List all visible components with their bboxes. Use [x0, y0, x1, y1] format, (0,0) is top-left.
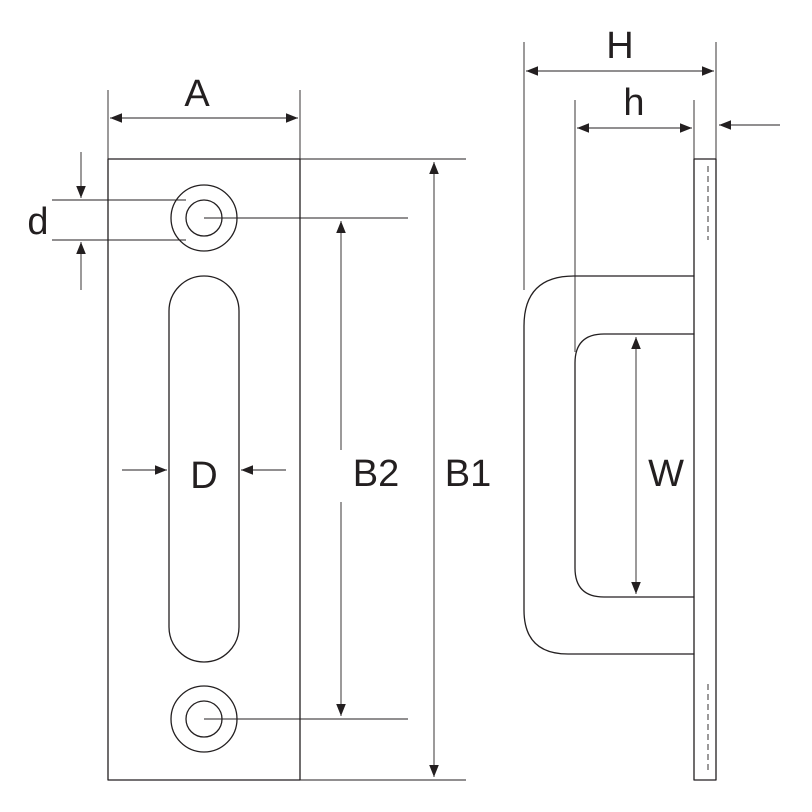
front-plate-outline [107, 158, 301, 781]
loop-inner-outline [574, 333, 695, 598]
label-D: D [190, 455, 217, 497]
label-d: d [27, 201, 48, 243]
label-B2: B2 [353, 453, 399, 495]
label-H: H [606, 25, 633, 67]
dimension-B1: B1 [300, 158, 491, 781]
label-A: A [184, 73, 210, 115]
side-view [523, 158, 717, 781]
dimension-B2: B2 [204, 217, 408, 720]
label-B1: B1 [445, 453, 491, 495]
dimension-A: A [107, 73, 301, 159]
label-h: h [623, 82, 644, 124]
label-W: W [648, 453, 684, 495]
loop-outer-outline [523, 275, 695, 655]
dimension-d: d [27, 152, 186, 290]
dimension-H: H [523, 25, 717, 290]
dimension-h: h [574, 82, 780, 352]
center-slot [168, 275, 240, 663]
dimension-D: D [122, 455, 286, 497]
dimension-W: W [631, 337, 692, 594]
side-base-plate [693, 158, 717, 781]
